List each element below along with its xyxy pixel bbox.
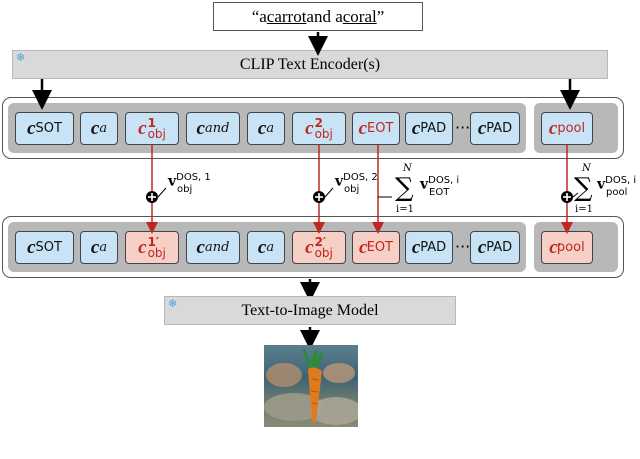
- sum-icon: ∑: [574, 173, 593, 203]
- quote-open: “: [251, 6, 260, 26]
- plus-icon: [313, 191, 325, 203]
- mod-token-c-pool: c′pool: [541, 231, 593, 264]
- plus-icon: [146, 191, 158, 203]
- quote-close: ”: [376, 6, 385, 26]
- prompt-carrot: carrot: [266, 6, 307, 26]
- t2i-model-bar: Text-to-Image Model: [164, 296, 456, 325]
- link-vpool: [572, 192, 579, 198]
- prompt-box: “a carrot and a coral”: [213, 2, 423, 31]
- prompt-word: and a: [306, 6, 343, 26]
- ellipsis: ···: [455, 237, 471, 256]
- snowflake-icon: ❄: [16, 51, 26, 64]
- plus-icon: [561, 191, 573, 203]
- link-v2: [324, 187, 334, 198]
- t2i-label: Text-to-Image Model: [241, 301, 379, 319]
- carrot-coral-illustration: [264, 348, 358, 425]
- ellipsis: ···: [455, 118, 471, 137]
- encoder-label: CLIP Text Encoder(s): [239, 55, 381, 73]
- prompt-coral: coral: [342, 6, 377, 26]
- generated-image: [264, 345, 358, 427]
- sum-upper-eot: N: [403, 163, 412, 174]
- link-v1: [157, 187, 167, 198]
- snowflake-icon: ❄: [168, 297, 178, 310]
- sum-icon: ∑: [395, 173, 414, 203]
- sum-upper-pool: N: [582, 163, 591, 174]
- sum-lower-pool: i=1: [575, 204, 593, 215]
- prompt-word: a: [259, 6, 267, 26]
- mod-token-c-eot: c′EOT: [352, 231, 400, 264]
- sum-lower-eot: i=1: [396, 204, 414, 215]
